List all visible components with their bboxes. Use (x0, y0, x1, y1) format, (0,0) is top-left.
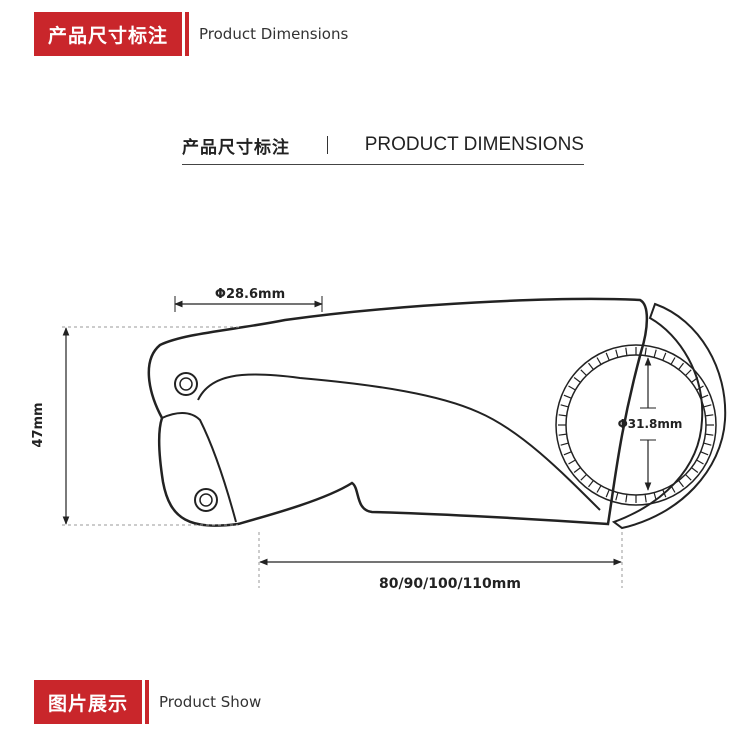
clamp-tick (615, 492, 619, 501)
clamp-tick (703, 442, 712, 446)
stem-body-outline (147, 297, 649, 527)
clamp-tick (685, 474, 692, 481)
page-title-cn: 产品尺寸标注 (182, 137, 290, 158)
section-subtitle: Product Dimensions (199, 25, 349, 43)
clamp-tick (558, 414, 567, 417)
stem-side-line (197, 373, 601, 511)
stem-front-face (161, 412, 237, 523)
clamp-tick (685, 369, 692, 376)
bolt-icon (174, 372, 198, 396)
title-separator (326, 136, 328, 154)
clamp-tick (644, 494, 647, 503)
section-subtitle: Product Show (159, 693, 262, 711)
clamp-tick (670, 485, 676, 493)
clamp-tick (653, 492, 657, 501)
clamp-tick (662, 489, 667, 498)
clamp-tick (563, 451, 572, 456)
section-tag-bar (185, 12, 190, 56)
clamp-diameter-label: Φ31.8mm (618, 417, 683, 431)
clamp-tick (615, 349, 619, 358)
top-diameter-label: Φ28.6mm (215, 287, 285, 302)
clamp-tick (605, 489, 610, 498)
clamp-tick (625, 494, 628, 503)
clamp-tick (563, 394, 572, 399)
clamp-tick (653, 349, 657, 358)
clamp-tick (691, 377, 699, 383)
clamp-tick (691, 467, 699, 473)
clamp-tick (662, 352, 667, 361)
clamp-tick (580, 369, 587, 376)
clamp-tick (560, 404, 569, 408)
section-header-dimensions: 产品尺寸标注 Product Dimensions (34, 12, 348, 56)
clamp-tick (705, 433, 714, 436)
clamp-tick (568, 459, 576, 465)
section-tag-bar (145, 680, 150, 724)
clamp-ring (555, 344, 717, 506)
clamp-faceplate (611, 302, 727, 530)
clamp-tick (705, 414, 714, 417)
section-header-product-show: 图片展示 Product Show (34, 680, 261, 724)
clamp-tick (580, 474, 587, 481)
clamp-tick (568, 385, 576, 391)
clamp-tick (678, 362, 684, 370)
section-tag: 产品尺寸标注 (34, 12, 183, 56)
clamp-tick (560, 442, 569, 446)
length-label: 80/90/100/110mm (379, 576, 521, 592)
bolt-icon (194, 488, 218, 512)
clamp-tick (644, 347, 647, 356)
clamp-tick (696, 385, 704, 391)
clamp-tick (670, 357, 676, 365)
clamp-tick (588, 362, 594, 370)
clamp-tick (700, 451, 709, 456)
page-title: 产品尺寸标注 PRODUCT DIMENSIONS (182, 130, 584, 160)
clamp-tick (625, 347, 628, 356)
clamp-tick (678, 480, 684, 488)
clamp-tick (596, 485, 602, 493)
page-title-en: PRODUCT DIMENSIONS (364, 134, 584, 155)
clamp-tick (596, 357, 602, 365)
clamp-tick (558, 433, 567, 436)
height-label: 47mm (31, 402, 46, 447)
title-underline (182, 164, 584, 165)
clamp-tick (703, 404, 712, 408)
clamp-tick (696, 459, 704, 465)
clamp-tick (588, 480, 594, 488)
clamp-tick (605, 352, 610, 361)
clamp-tick (573, 377, 581, 383)
section-tag: 图片展示 (34, 680, 143, 724)
clamp-tick (700, 394, 709, 399)
clamp-tick (573, 467, 581, 473)
